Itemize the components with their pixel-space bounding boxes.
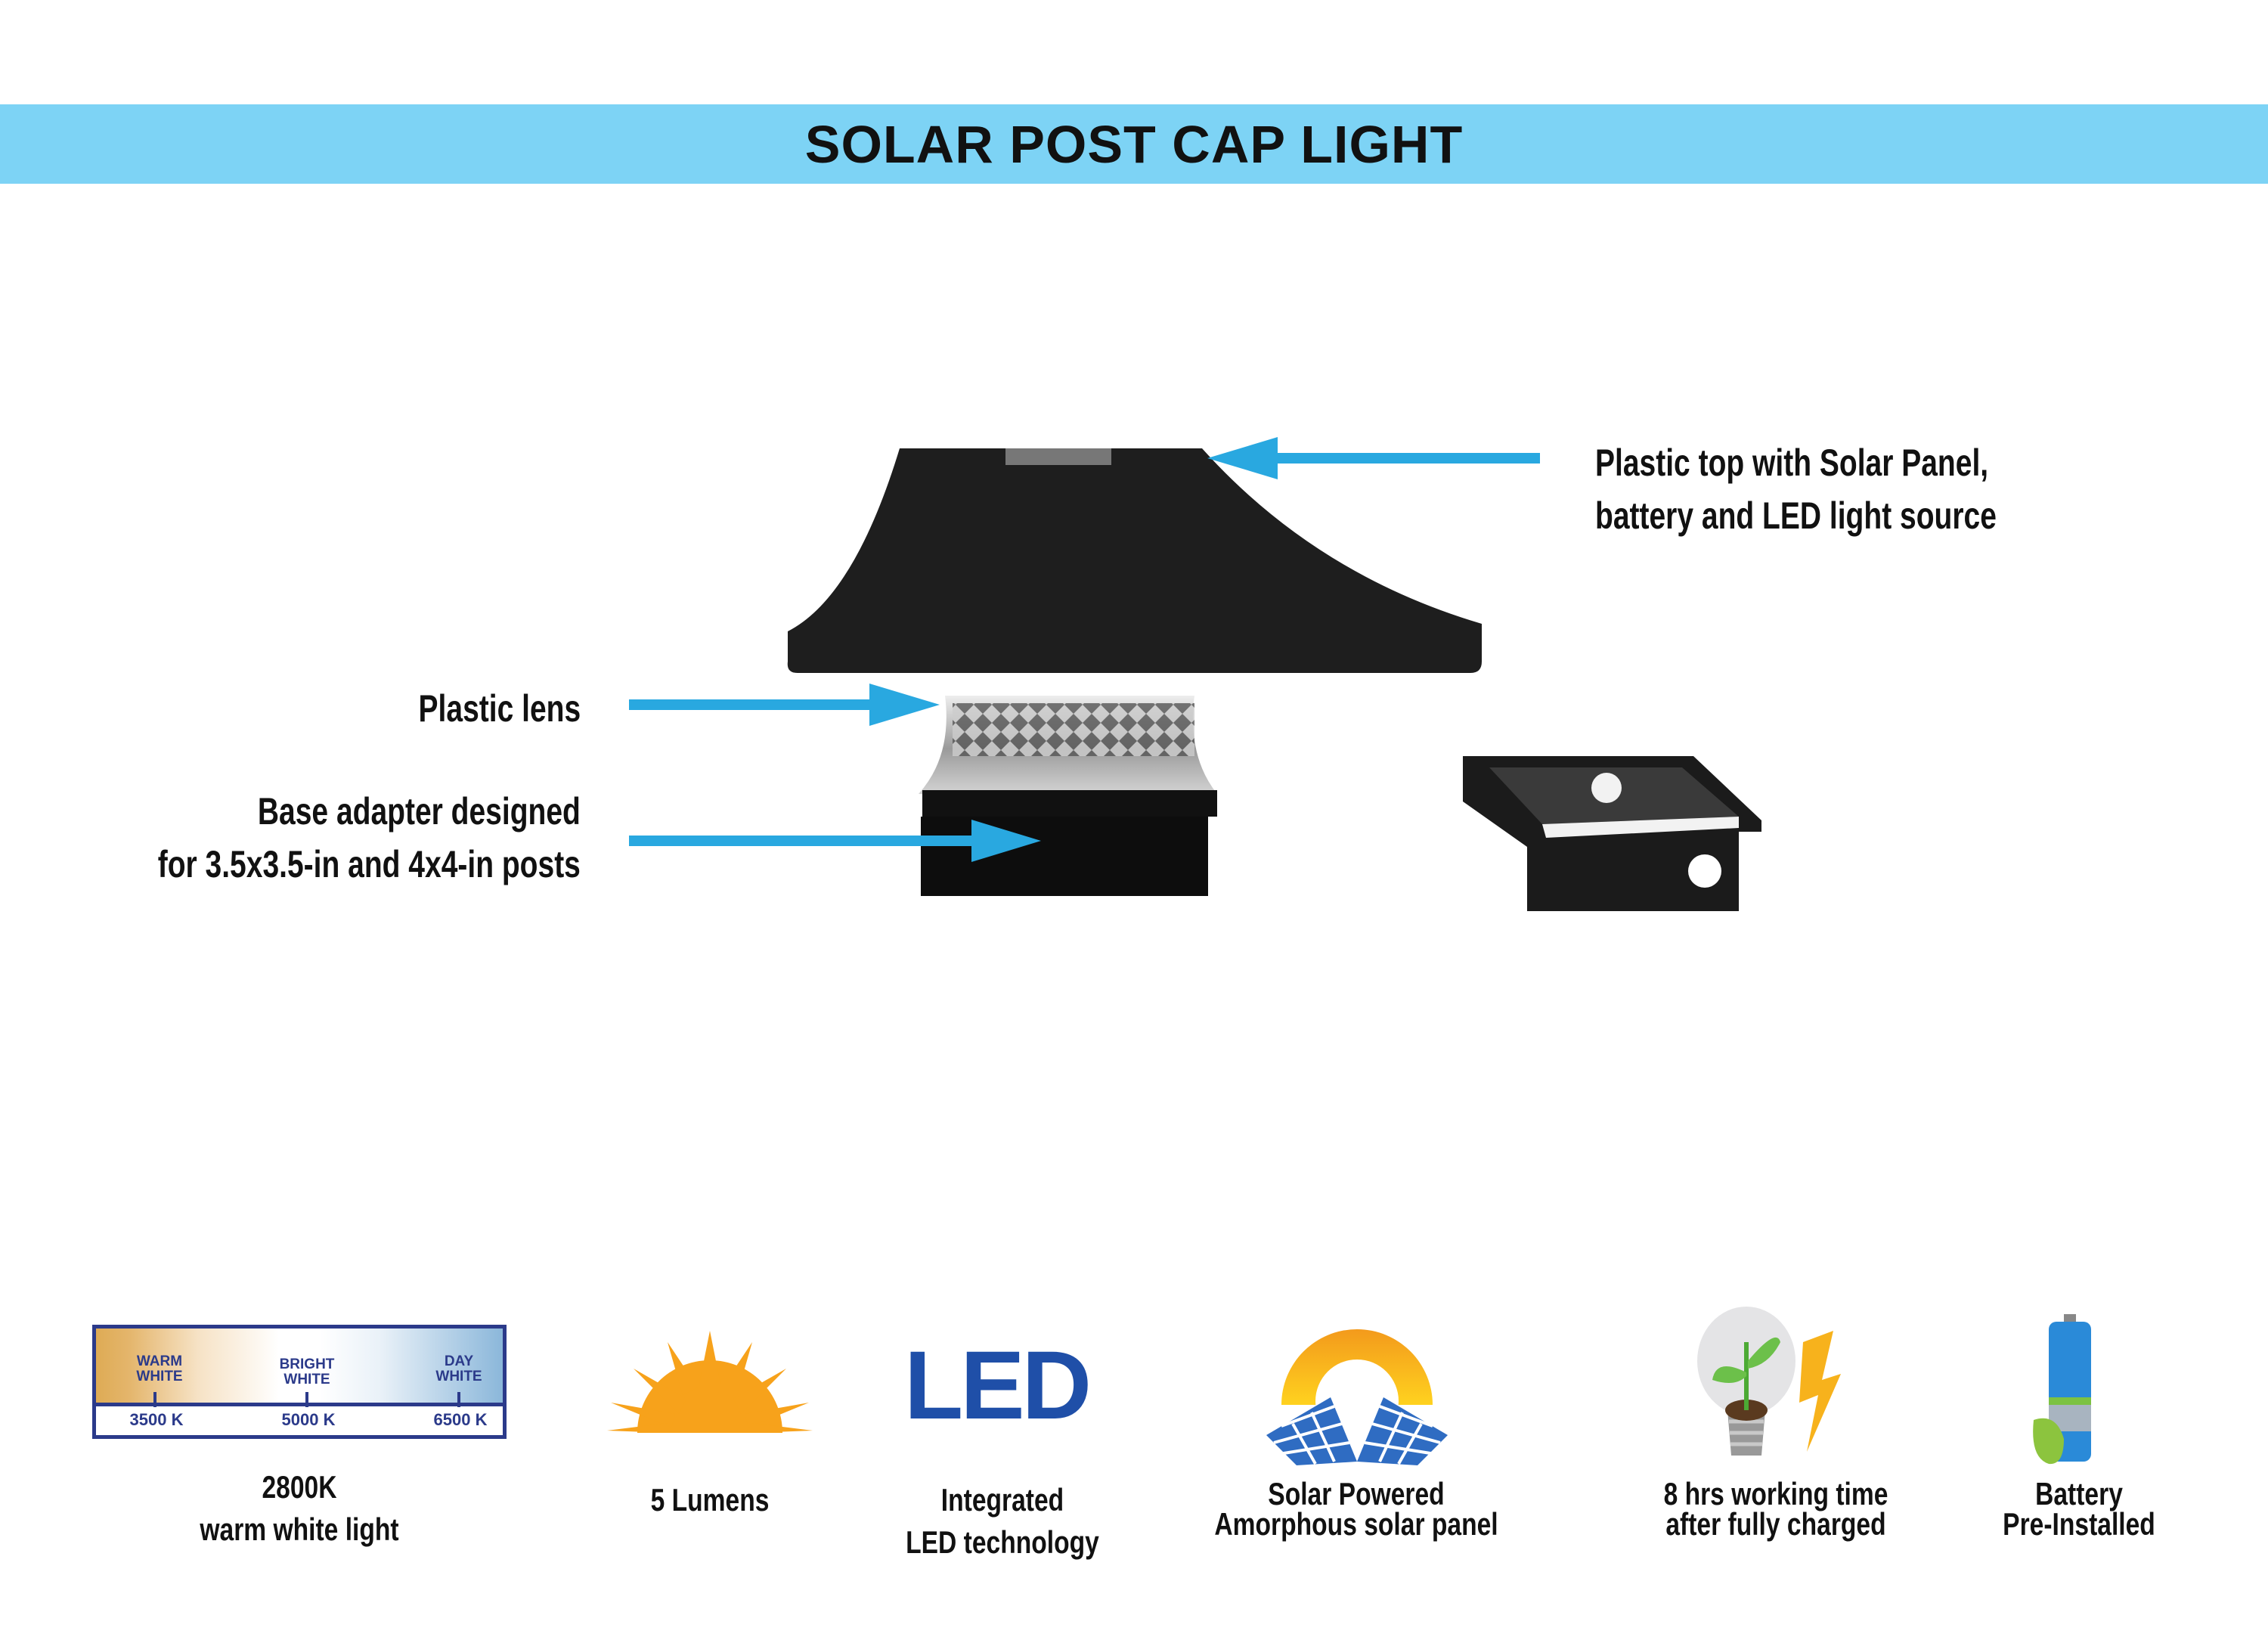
page-title: SOLAR POST CAP LIGHT — [804, 114, 1464, 174]
battery-icon — [2033, 1314, 2091, 1465]
scale-value: 6500 K — [433, 1410, 488, 1429]
callout-base-line: Base adapter designed — [258, 790, 581, 832]
scale-value: 3500 K — [129, 1410, 184, 1429]
callout-arrows — [629, 437, 1540, 862]
callout-lens: Plastic lens — [418, 687, 581, 730]
callout-top: Plastic top with Solar Panel, battery an… — [1595, 436, 1997, 542]
callout-top-line: Plastic top with Solar Panel, — [1595, 442, 1989, 484]
bulb-plant-icon — [1697, 1307, 1841, 1456]
led-icon: LED — [904, 1332, 1092, 1440]
arrow-lens-head — [869, 684, 940, 726]
callout-base-line: for 3.5x3.5-in and 4x4-in posts — [157, 843, 581, 885]
post-cap-light — [787, 448, 1482, 896]
arrow-top-head — [1207, 437, 1278, 479]
solar-panel-icon — [1266, 1329, 1448, 1465]
arrow-base-head — [971, 820, 1041, 862]
sun-icon — [607, 1331, 813, 1433]
base-adapter-tray — [1463, 756, 1761, 911]
title-banner: SOLAR POST CAP LIGHT — [0, 104, 2268, 184]
product-image — [787, 448, 1761, 911]
feature-lumens-label: 5 Lumens — [650, 1482, 770, 1518]
callout-base: Base adapter designed for 3.5x3.5-in and… — [158, 785, 581, 891]
scale-value: 5000 K — [281, 1410, 336, 1429]
callout-top-line: battery and LED light source — [1595, 495, 1997, 537]
